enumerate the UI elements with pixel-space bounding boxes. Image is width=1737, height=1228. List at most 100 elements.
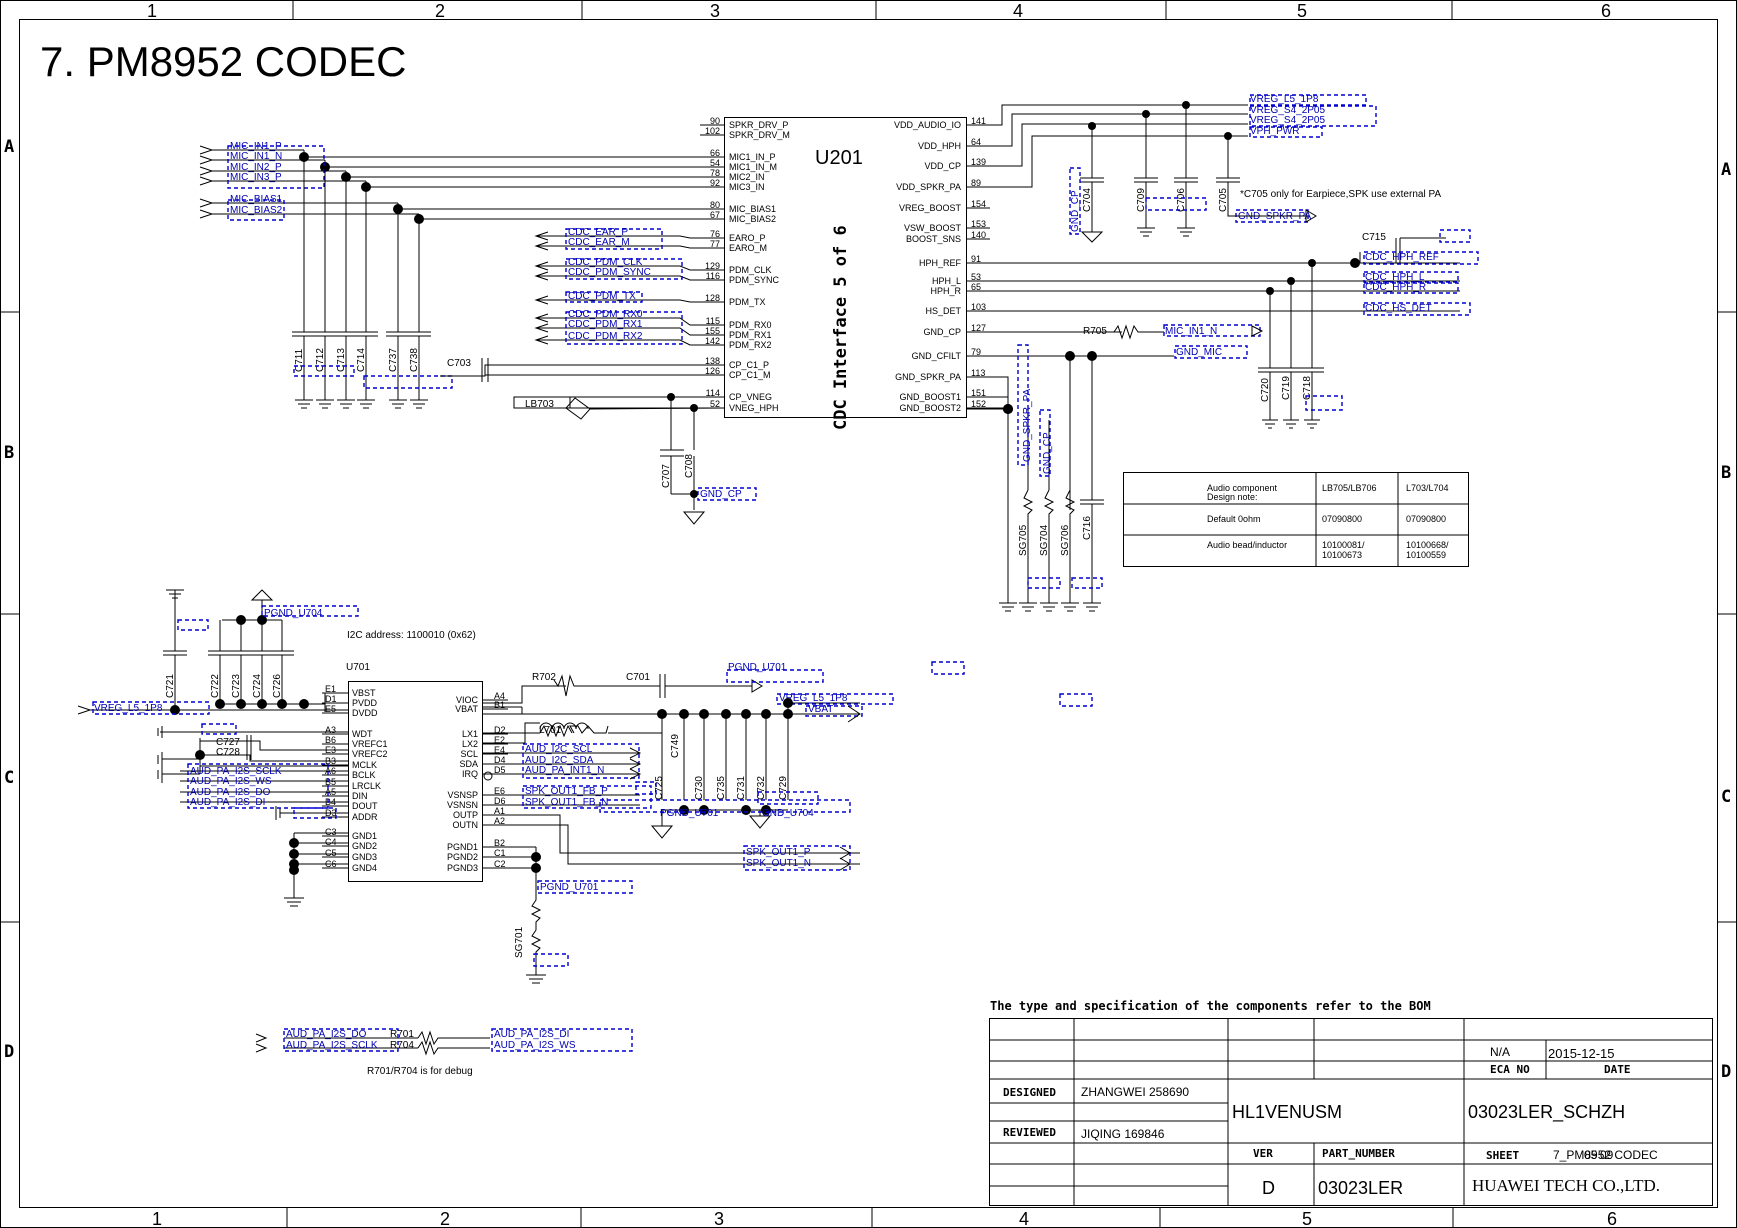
u201-pin-name: BOOST_SNS [906, 234, 961, 244]
c701-label: C701 [626, 672, 650, 683]
u701-pin-num: C4 [325, 837, 337, 847]
u701-pin-num: E5 [325, 704, 336, 714]
tb-company: HUAWEI TECH CO.,LTD. [1472, 1176, 1660, 1195]
sg704-label: SG704 [1039, 524, 1050, 556]
c705-label: C705 [1218, 188, 1229, 212]
u701-pin-name: VREFC2 [352, 749, 388, 759]
u701-pin-name: PVDD [352, 698, 378, 708]
c726-label: C726 [272, 674, 283, 698]
aud-pa-i2s-sclk-label: AUD_PA_I2S_SCLK [190, 766, 282, 777]
power-supply-section: VREG_L5_1P8 VREG_S4_2P05 VREG_S4_2P05 VP… [966, 94, 1441, 243]
u201-pin-num: 151 [971, 388, 986, 398]
dbg-di-label: AUD_PA_I2S_DI [494, 1029, 569, 1040]
c731-label: C731 [736, 776, 747, 800]
tb-eca-no: ECA NO [1490, 1063, 1530, 1076]
c749-label: C749 [670, 734, 681, 758]
spk-out1-n-label: SPK_OUT1_N [746, 858, 811, 869]
c716-label: C716 [1082, 516, 1093, 540]
aud-pa-i2s-ws-label: AUD_PA_I2S_WS [190, 776, 272, 787]
u701-pin-num: B6 [325, 735, 336, 745]
r701-label: R701 [390, 1029, 414, 1040]
cdc-net-cdc-pdm-sync: CDC_PDM_SYNC [568, 267, 651, 278]
u701-supply-section: PGND_U704 C721 C722 C723 C724 C726 VREG_… [77, 589, 359, 907]
dbg-do-label: AUD_PA_I2S_DO [286, 1029, 367, 1040]
c728-label: C728 [216, 747, 240, 758]
c715-label: C715 [1362, 232, 1386, 243]
c703-label: C703 [447, 358, 471, 369]
u701-pin-name: DVDD [352, 708, 378, 718]
cdc-net-cdc-pdm-clk: CDC_PDM_CLK [568, 257, 643, 268]
u201-pin-name: MIC3_IN [729, 182, 765, 192]
u701-pin-name: DIN [352, 791, 368, 801]
tb-designed: DESIGNED [1003, 1086, 1056, 1099]
u201-pin-name: VDD_CP [924, 161, 961, 171]
u201-pin-name: VSW_BOOST [904, 223, 962, 233]
u701-pin-num: B2 [494, 838, 505, 848]
u201-pin-name: PDM_TX [729, 297, 766, 307]
u201-pin-num: 54 [710, 158, 720, 168]
mic-cap-c737: C737 [388, 348, 399, 372]
spk-out1-fb-n-label: SPK_OUT1_FB_N [525, 797, 608, 808]
u201-pin-num: 114 [706, 388, 720, 398]
u701-output-section: R702 C701 PGND_U701 VREG_L5_1P8 VBAT [482, 661, 1093, 984]
u701-pin-name: VBST [352, 688, 376, 698]
u701-pin-name: VREFC1 [352, 739, 388, 749]
u701-pin-num: D2 [494, 725, 506, 735]
u201-pin-num: 152 [971, 399, 986, 409]
u701-pin-num: D1 [325, 694, 337, 704]
u701-pin-num: A2 [494, 816, 505, 826]
tb-sheet-num: 05 [1584, 1148, 1598, 1162]
u201-pin-name: CP_C1_M [729, 370, 771, 380]
u701-refdes: U701 [346, 662, 370, 673]
pgnd-u701-bottom-label: PGND_U701 [540, 882, 599, 893]
charge-pump-parts: C703 LB703 C707 C708 GND_CP [440, 358, 757, 525]
spk-out1-fb-p-label: SPK_OUT1_FB_P [525, 786, 608, 797]
mic-net-mic-in3-p: MIC_IN3_P [230, 172, 282, 183]
row-right-a: A [1721, 160, 1731, 180]
u701-pin-num: C1 [494, 848, 506, 858]
r705-label: R705 [1083, 326, 1107, 337]
aud-pa-i2s-do-label: AUD_PA_I2S_DO [190, 787, 271, 798]
u201-pin-num: 79 [971, 347, 981, 357]
u201-pin-num: 53 [971, 272, 981, 282]
mic-in1-n-right-label: MIC_IN1_N [1165, 326, 1217, 337]
mic-net-arrow [199, 176, 214, 186]
audio-table-row-label: Default 0ohm [1207, 514, 1261, 524]
u201-pin-name: PDM_RX1 [729, 330, 772, 340]
ground-sense-section: GND_SPKR_PA GND_CP SG705 SG704 SG706 C71… [966, 344, 1174, 612]
c708-label: C708 [684, 454, 695, 478]
u701-pin-num: C5 [325, 848, 337, 858]
u201-pin-name: MIC1_IN_P [729, 152, 776, 162]
u201-pin-name: VDD_SPKR_PA [896, 182, 961, 192]
col-top-5: 5 [1297, 1, 1307, 21]
u201-pin-num: 113 [971, 368, 985, 378]
u201-pin-num: 140 [971, 230, 986, 240]
pgnd-u701-mid-label: PGND_U701 [660, 808, 719, 819]
audio-table-header-note: Design note: [1207, 492, 1258, 502]
u201-pin-name: EARO_M [729, 243, 767, 253]
col-bottom-4: 4 [1019, 1209, 1029, 1228]
tb-sheet: SHEET [1486, 1149, 1519, 1162]
mic-net-mic-in2-p: MIC_IN2_P [230, 162, 282, 173]
u201-pin-name: GND_BOOST2 [899, 403, 961, 413]
u201-pin-name: GND_BOOST1 [899, 392, 961, 402]
c730-label: C730 [694, 776, 705, 800]
u701-pin-name: VSNSN [447, 800, 478, 810]
u201-pin-name: PDM_RX0 [729, 320, 772, 330]
mic-net-arrow [199, 209, 214, 219]
c720-label: C720 [1260, 378, 1271, 402]
c735-label: C735 [716, 776, 727, 800]
u201-pin-num: 139 [971, 157, 986, 167]
u701-pin-name: VIOC [456, 695, 479, 705]
u701-pin-name: GND1 [352, 831, 377, 841]
u701-pin-name: BCLK [352, 770, 376, 780]
frame-row-labels: A B C D A B C D [4, 137, 1731, 1082]
u701-pin-name: WDT [352, 729, 373, 739]
cdc-net-cdc-pdm-rx0: CDC_PDM_RX0 [568, 309, 643, 320]
u201-pin-num: 116 [706, 271, 720, 281]
headphone-section: C715 CDC_HPH_REF CDC_HPH_L CDC_HPH_R CDC… [966, 229, 1479, 429]
c729-label: C729 [778, 776, 789, 800]
gnd-mic-label: GND_MIC [1176, 347, 1222, 358]
